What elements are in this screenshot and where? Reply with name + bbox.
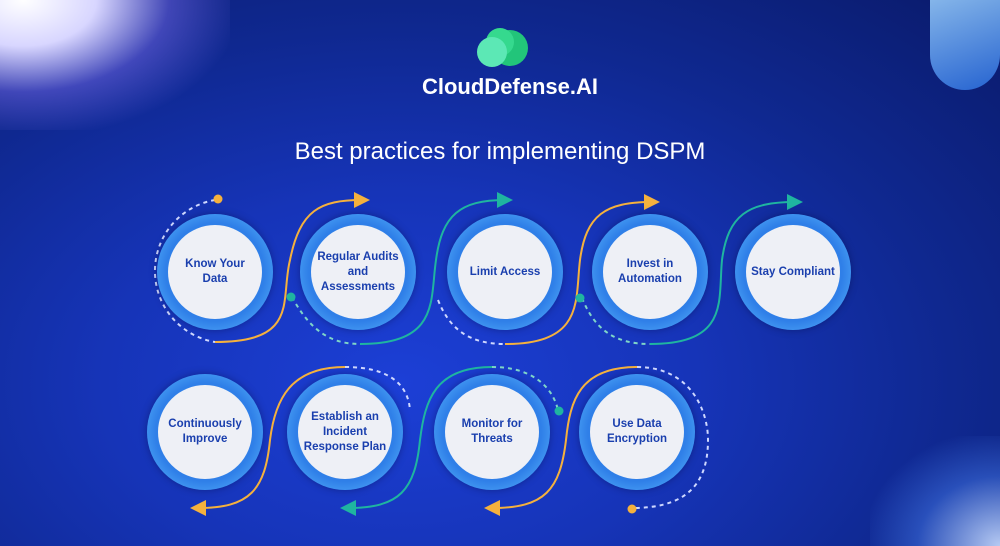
step-limit-access: Limit Access (447, 214, 563, 330)
step-label: Stay Compliant (751, 265, 835, 278)
step-know-your-data: Know Your Data (157, 214, 273, 330)
step-label: Invest in Automation (618, 258, 682, 285)
step-label: Regular Audits and Assessments (317, 250, 399, 293)
brand-name: CloudDefense.AI (421, 74, 599, 99)
shield-icon (930, 0, 1000, 90)
step-invest-in-automation: Invest in Automation (592, 214, 708, 330)
step-regular-audits: Regular Audits and Assessments (300, 214, 416, 330)
step-label: Establish an Incident Response Plan (303, 410, 387, 453)
step-monitor-for-threats: Monitor for Threats (434, 374, 550, 490)
decorative-glow (0, 0, 230, 130)
cloud-logo-icon (477, 28, 528, 67)
step-label: Use Data Encryption (606, 418, 668, 445)
step-continuously-improve: Continuously Improve (147, 374, 263, 490)
step-stay-compliant: Stay Compliant (735, 214, 851, 330)
step-label: Continuously Improve (168, 418, 242, 445)
step-use-data-encryption: Use Data Encryption (579, 374, 695, 490)
step-label: Monitor for Threats (461, 418, 523, 445)
step-label: Know Your Data (185, 258, 245, 285)
step-label: Limit Access (469, 265, 541, 278)
step-incident-response-plan: Establish an Incident Response Plan (287, 374, 403, 490)
decorative-glow (870, 436, 1000, 546)
brand-logo: CloudDefense.AI (412, 28, 612, 100)
page-title: Best practices for implementing DSPM (294, 138, 706, 165)
